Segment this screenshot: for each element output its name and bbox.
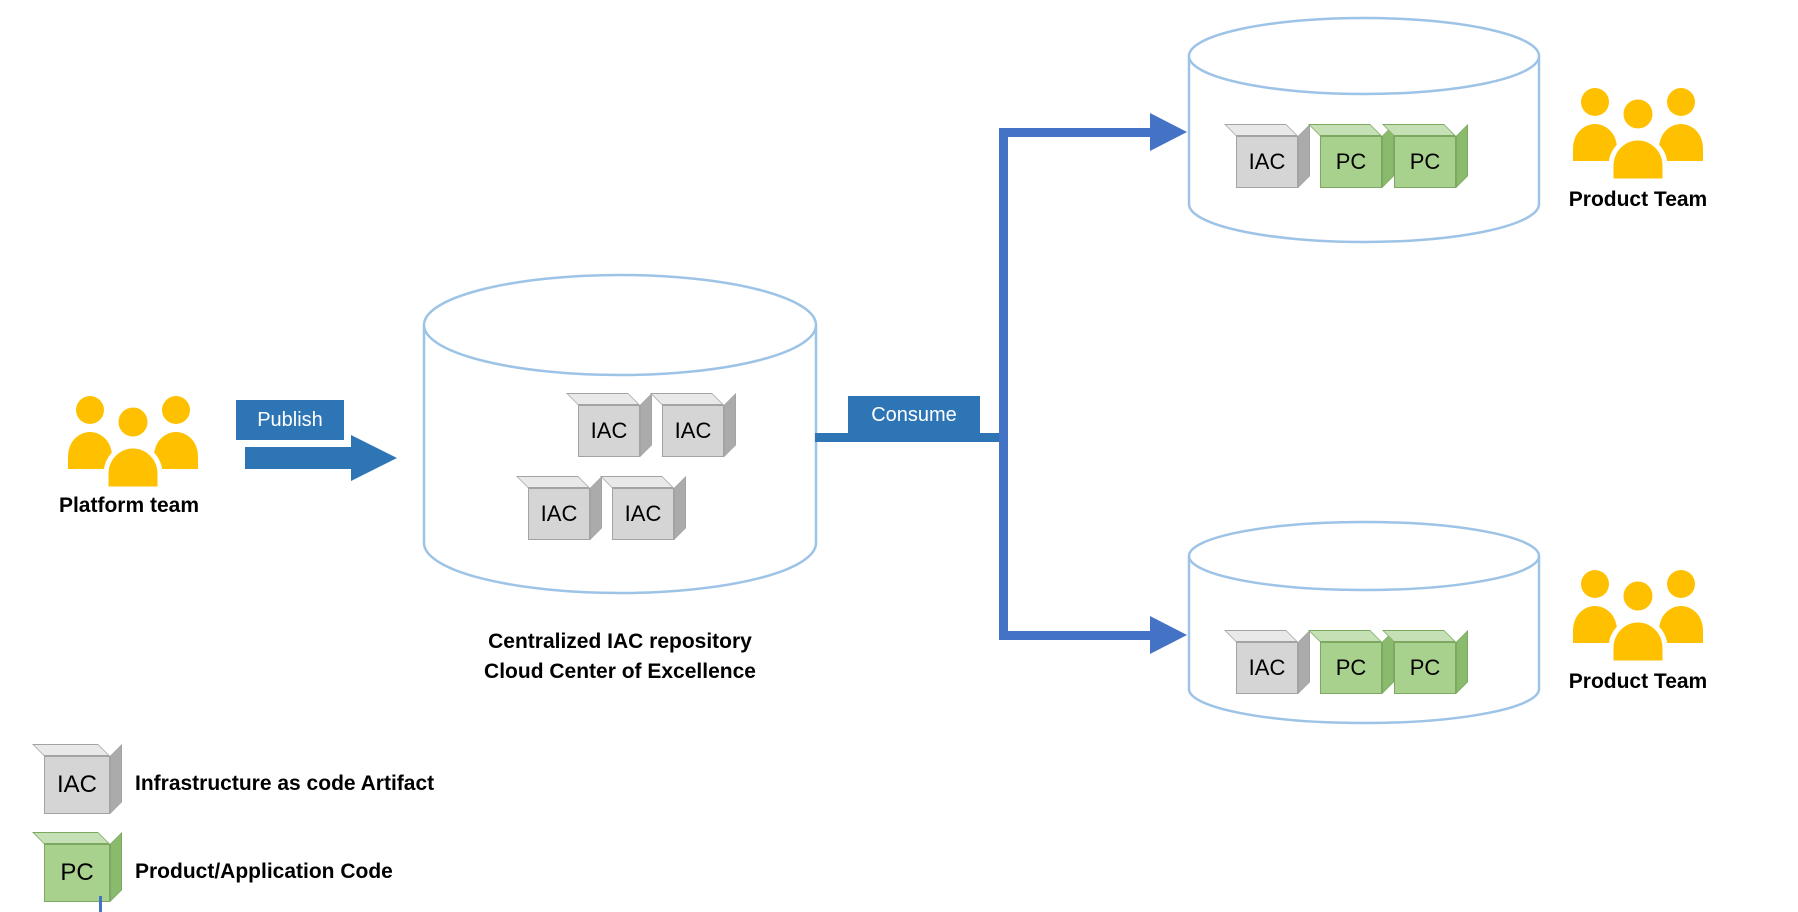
consume-arrow-top-tail (999, 128, 1151, 137)
consume-connector-h (815, 433, 1008, 442)
pc-cube: PC (1394, 642, 1456, 694)
product-team-top-label: Product Team (1568, 188, 1708, 211)
publish-badge: Publish (236, 400, 344, 440)
consume-connector-v (999, 128, 1008, 640)
product-repo-bottom-cylinder (1187, 520, 1541, 725)
iac-cube: IAC (662, 405, 724, 457)
legend-pc-cube: PC (44, 844, 110, 902)
cube-label: IAC (1248, 655, 1286, 680)
pc-cube: PC (1320, 642, 1382, 694)
platform-team-icon (68, 396, 198, 492)
platform-team-label: Platform team (58, 494, 200, 517)
cube-label: IAC (56, 771, 97, 798)
iac-cube: IAC (612, 488, 674, 540)
stray-mark (99, 896, 102, 912)
product-team-top-icon (1573, 88, 1703, 184)
consume-badge: Consume (848, 396, 980, 434)
pc-cube: PC (1394, 136, 1456, 188)
cube-label: IAC (674, 418, 712, 443)
legend-iac-cube: IAC (44, 756, 110, 814)
central-repo-caption-line2: Cloud Center of Excellence (484, 660, 756, 683)
cube-label: PC (1335, 655, 1367, 680)
consume-arrow-top-head (1150, 113, 1187, 151)
central-repo-caption: Centralized IAC repository Cloud Center … (404, 627, 836, 687)
consume-arrow-bottom-tail (999, 631, 1151, 640)
product-team-bottom-icon (1573, 570, 1703, 666)
cube-label: IAC (1248, 149, 1286, 174)
iac-cube: IAC (528, 488, 590, 540)
cube-label: PC (1409, 655, 1441, 680)
pc-cube: PC (1320, 136, 1382, 188)
product-team-bottom-label: Product Team (1568, 670, 1708, 693)
cube-label: PC (1409, 149, 1441, 174)
iac-cube: IAC (1236, 136, 1298, 188)
publish-arrow-head (351, 435, 397, 481)
central-repo-cylinder (422, 273, 818, 595)
cube-label: IAC (540, 501, 578, 526)
legend-pc-label: Product/Application Code (135, 860, 393, 883)
iac-cube: IAC (1236, 642, 1298, 694)
cube-label: IAC (624, 501, 662, 526)
legend-iac-label: Infrastructure as code Artifact (135, 772, 435, 795)
iac-cube: IAC (578, 405, 640, 457)
cube-label: PC (60, 859, 94, 886)
central-repo-caption-line1: Centralized IAC repository (488, 630, 752, 653)
cube-label: IAC (590, 418, 628, 443)
consume-arrow-bottom-head (1150, 616, 1187, 654)
cube-label: PC (1335, 149, 1367, 174)
publish-arrow-tail (245, 447, 351, 469)
